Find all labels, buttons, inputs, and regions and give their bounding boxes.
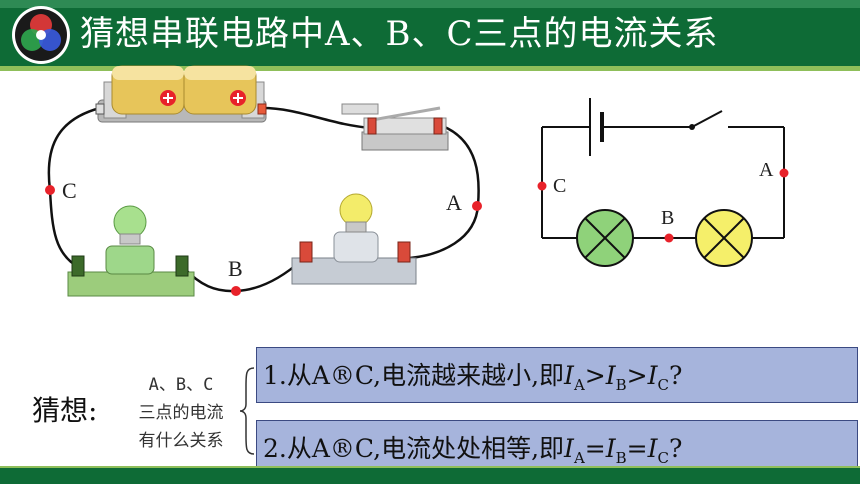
guess-question-line3: 有什么关系 (138, 431, 224, 451)
option1-prefix: 1.从A®C,电流越来越小,即 (263, 361, 565, 390)
curly-brace-icon (239, 367, 255, 455)
guess-label: 猜想: (32, 394, 98, 427)
header-top-strip (0, 0, 860, 8)
color-wheel-logo-icon (12, 6, 70, 64)
current-symbol-a: I (564, 434, 574, 463)
current-symbol-c: I (647, 434, 658, 463)
subscript-c: C (657, 449, 669, 467)
option1-relation-2: > (626, 361, 648, 390)
photo-point-b (231, 286, 241, 296)
schematic-point-b (664, 233, 674, 243)
guess-question-line1: A、B、C (148, 375, 214, 395)
lamp-1 (67, 205, 195, 297)
wire-lamp1-to-lamp2 (183, 259, 303, 293)
option2-relation-1: = (584, 434, 606, 463)
switch (341, 103, 449, 151)
schematic-circuit (537, 98, 789, 267)
hypothesis-option-1[interactable]: 1.从A®C,电流越来越小,即IA>IB>IC? (256, 347, 858, 403)
option1-relation-1: > (584, 361, 606, 390)
schematic-point-c (537, 181, 547, 191)
subscript-b: B (615, 376, 627, 394)
wire-battery-to-switch (261, 106, 373, 130)
page-title: 猜想串联电路中A、B、C三点的电流关系 (80, 14, 719, 54)
option2-relation-2: = (626, 434, 648, 463)
current-symbol-c: I (647, 361, 658, 390)
subscript-a: A (573, 376, 585, 394)
schematic-label-b: B (661, 207, 675, 229)
option2-question-mark: ? (668, 434, 683, 463)
subscript-b: B (615, 449, 627, 467)
photo-label-a: A (446, 190, 462, 215)
footer-bar (0, 468, 860, 484)
photo-point-a (472, 201, 482, 211)
photo-point-c (45, 185, 55, 195)
photo-label-c: C (62, 178, 77, 203)
photo-label-b: B (228, 256, 243, 281)
schematic-label-c: C (553, 175, 567, 197)
guess-question: A、B、C 三点的电流 有什么关系 (116, 371, 246, 455)
lamp-2 (291, 193, 417, 285)
schematic-point-a (779, 168, 789, 178)
current-symbol-a: I (564, 361, 574, 390)
option1-question-mark: ? (668, 361, 683, 390)
header-divider (0, 66, 860, 71)
guess-question-line2: 三点的电流 (138, 403, 224, 423)
current-symbol-b: I (605, 361, 616, 390)
footer-divider (0, 466, 860, 469)
current-symbol-b: I (605, 434, 616, 463)
subscript-c: C (657, 376, 669, 394)
header-bar (0, 0, 860, 66)
option2-prefix: 2.从A®C,电流处处相等,即 (263, 434, 565, 463)
schematic-label-a: A (759, 159, 774, 181)
subscript-a: A (573, 449, 585, 467)
battery-pack (95, 65, 267, 123)
